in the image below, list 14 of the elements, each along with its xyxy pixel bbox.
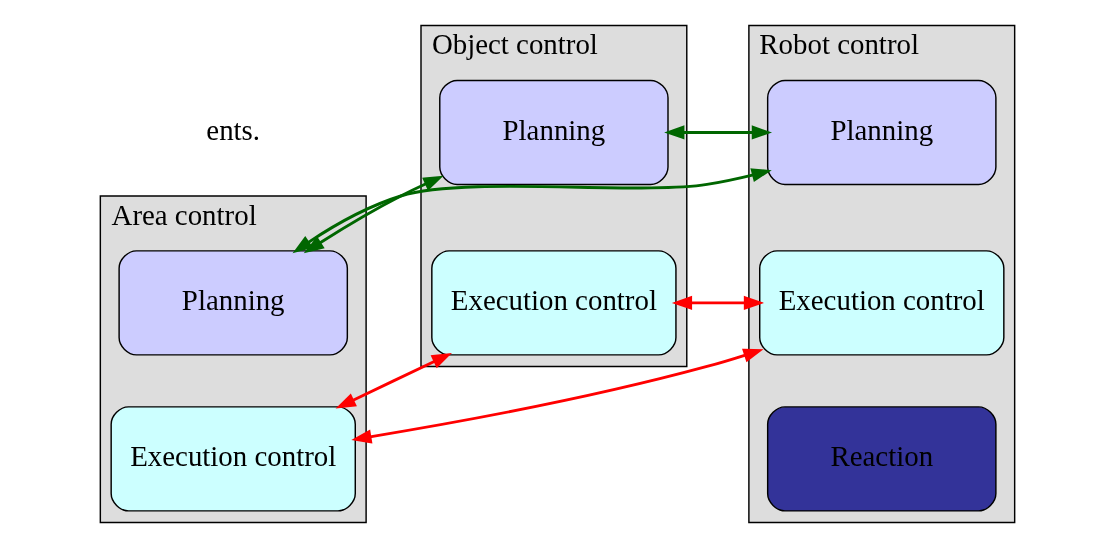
node-box: Execution control [430,250,677,356]
label: ents. [205,113,260,146]
node-box: Planning [117,250,348,356]
node-box: Planning [766,79,997,186]
node-box: Planning [438,79,669,186]
arrow [671,295,764,310]
node-box: Execution control [109,406,356,512]
node-box: Execution control [758,250,1005,356]
arrow [335,353,452,409]
arrow [663,125,772,140]
arrow [303,175,444,254]
arrow [292,168,772,254]
node-box: Reaction [766,406,997,512]
arrow [350,348,763,444]
